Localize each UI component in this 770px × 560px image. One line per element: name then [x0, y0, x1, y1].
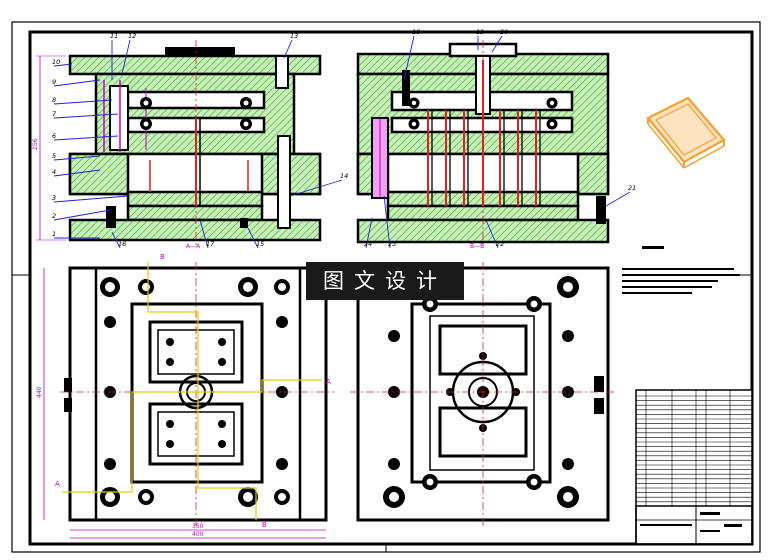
- balloon-18: 18: [412, 28, 420, 36]
- leader-line-23: [383, 195, 391, 249]
- balloon-20: 20: [500, 28, 508, 36]
- balloon-3: 3: [52, 194, 56, 202]
- leader-line-14: [289, 179, 343, 197]
- section-label-bb: B—B: [470, 243, 484, 250]
- leader-line-16: [111, 231, 121, 249]
- leader-line-5: [53, 155, 101, 161]
- dimension-plan-height: 440: [36, 386, 43, 398]
- leader-line-22: [485, 219, 499, 249]
- leader-line-4: [53, 169, 101, 177]
- leader-line-7: [53, 113, 119, 119]
- cut-label-b-top: B: [160, 253, 165, 261]
- product-isometric: [646, 96, 726, 169]
- balloon-11: 11: [110, 32, 118, 40]
- leader-line-12: [121, 39, 131, 75]
- leader-line-24: [365, 217, 373, 249]
- cut-label-a-right: A: [326, 378, 331, 386]
- balloon-23: 23: [388, 240, 396, 248]
- leader-line-6: [53, 135, 119, 141]
- part-leaders: [53, 35, 631, 249]
- balloon-12: 12: [128, 32, 136, 40]
- balloon-13: 13: [290, 32, 298, 40]
- leader-line-3: [53, 195, 129, 203]
- balloon-6: 6: [52, 132, 56, 140]
- section-view-aa: [36, 40, 322, 246]
- technical-notes: [622, 246, 740, 294]
- balloon-1: 1: [52, 230, 56, 238]
- balloon-5: 5: [52, 152, 56, 160]
- dimension-top-height: 256: [32, 138, 39, 150]
- leader-line-15: [247, 227, 259, 249]
- balloon-17: 17: [206, 240, 215, 248]
- leader-line-10: [53, 63, 73, 67]
- balloon-7: 7: [52, 110, 57, 118]
- leader-line-13: [283, 39, 293, 59]
- leader-line-8: [53, 99, 113, 105]
- watermark-banner: 图文设计: [306, 262, 464, 300]
- leader-line-21: [605, 191, 631, 207]
- balloon-19: 19: [476, 28, 484, 36]
- cut-label-b-bottom: B: [262, 521, 267, 529]
- balloon-21: 21: [628, 184, 636, 192]
- dimension-plan-width-inner: 350: [192, 523, 204, 530]
- leader-line-17: [199, 219, 209, 249]
- balloon-14: 14: [340, 172, 348, 180]
- balloon-15: 15: [256, 240, 264, 248]
- balloon-4: 4: [52, 168, 56, 176]
- balloon-10: 10: [52, 58, 60, 66]
- leader-line-18: [403, 35, 415, 81]
- balloon-16: 16: [118, 240, 126, 248]
- balloon-24: 24: [364, 240, 372, 248]
- cut-label-a-left: A: [55, 480, 60, 488]
- section-view-bb: [356, 40, 610, 248]
- plan-view-moving-half: [350, 262, 616, 528]
- plan-view-fixed-half: [43, 262, 334, 539]
- leader-line-20: [491, 35, 503, 53]
- balloon-22: 22: [496, 240, 504, 248]
- leader-line-2: [53, 209, 111, 221]
- dimension-plan-width-outer: 400: [192, 531, 204, 538]
- balloon-2: 2: [52, 212, 56, 220]
- section-label-aa: A—A: [186, 243, 201, 250]
- parts-list-title-block: [635, 389, 753, 545]
- leader-line-9: [53, 79, 101, 87]
- balloon-9: 9: [52, 78, 56, 86]
- balloon-8: 8: [52, 96, 56, 104]
